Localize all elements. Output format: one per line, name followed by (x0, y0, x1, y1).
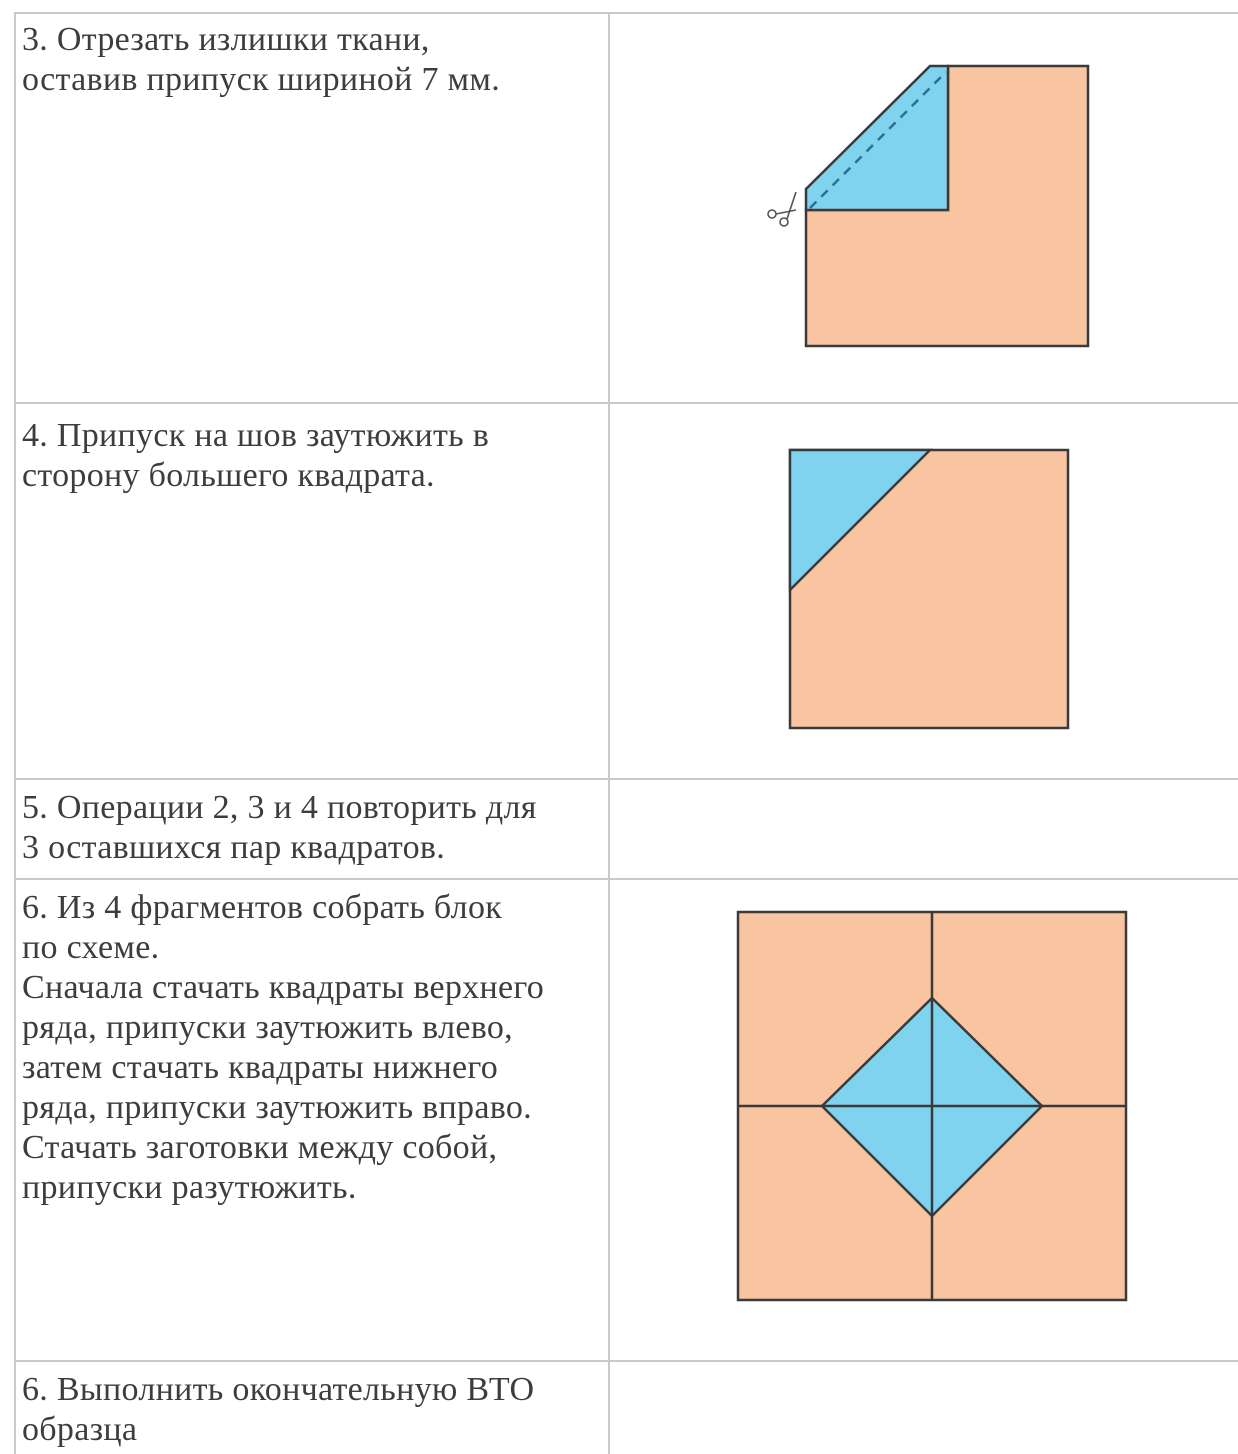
text-line: припуски разутюжить. (22, 1169, 357, 1206)
scissors-icon (767, 191, 797, 227)
row-divider (14, 878, 1238, 880)
text-line: 3 оставшихся пар квадратов. (22, 829, 446, 866)
text-line: образца (22, 1411, 138, 1448)
row-divider (14, 778, 1238, 780)
row-divider (14, 1360, 1238, 1362)
text-line: 3. Отрезать излишки ткани, (22, 21, 430, 58)
text-line: по схеме. (22, 929, 160, 966)
cut-excess-fabric-figure (610, 14, 1238, 402)
text-line: 5. Операции 2, 3 и 4 повторить для (22, 789, 537, 826)
step-4-text: 4. Припуск на шов заутюжить в сторону бо… (22, 416, 602, 496)
text-line: 6. Выполнить окончательную ВТО (22, 1371, 535, 1408)
text-line: 6. Из 4 фрагментов собрать блок (22, 889, 503, 926)
table-border-left (14, 12, 16, 1454)
small-triangle (804, 64, 950, 212)
text-line: Стачать заготовки между собой, (22, 1129, 498, 1166)
row-divider (14, 402, 1238, 404)
step-5-text: 5. Операции 2, 3 и 4 повторить для 3 ост… (22, 788, 602, 868)
text-line: 4. Припуск на шов заутюжить в (22, 417, 490, 454)
small-triangle (788, 448, 934, 594)
step-6-text: 6. Из 4 фрагментов собрать блок по схеме… (22, 888, 602, 1208)
column-divider (608, 12, 610, 1454)
step-3-text: 3. Отрезать излишки ткани, оставив припу… (22, 20, 602, 100)
text-line: ряда, припуски заутюжить вправо. (22, 1089, 532, 1126)
text-line: затем стачать квадраты нижнего (22, 1049, 499, 1086)
table-border-top (14, 12, 1238, 14)
assembled-block-figure (610, 880, 1238, 1360)
press-seam-figure (610, 404, 1238, 778)
step-7-text: 6. Выполнить окончательную ВТО образца (22, 1370, 602, 1450)
seam-line (809, 71, 947, 209)
text-line: ряда, припуски заутюжить влево, (22, 1009, 513, 1046)
text-line: Сначала стачать квадраты верхнего (22, 969, 545, 1006)
text-line: оставив припуск шириной 7 мм. (22, 61, 500, 98)
text-line: сторону большего квадрата. (22, 457, 435, 494)
